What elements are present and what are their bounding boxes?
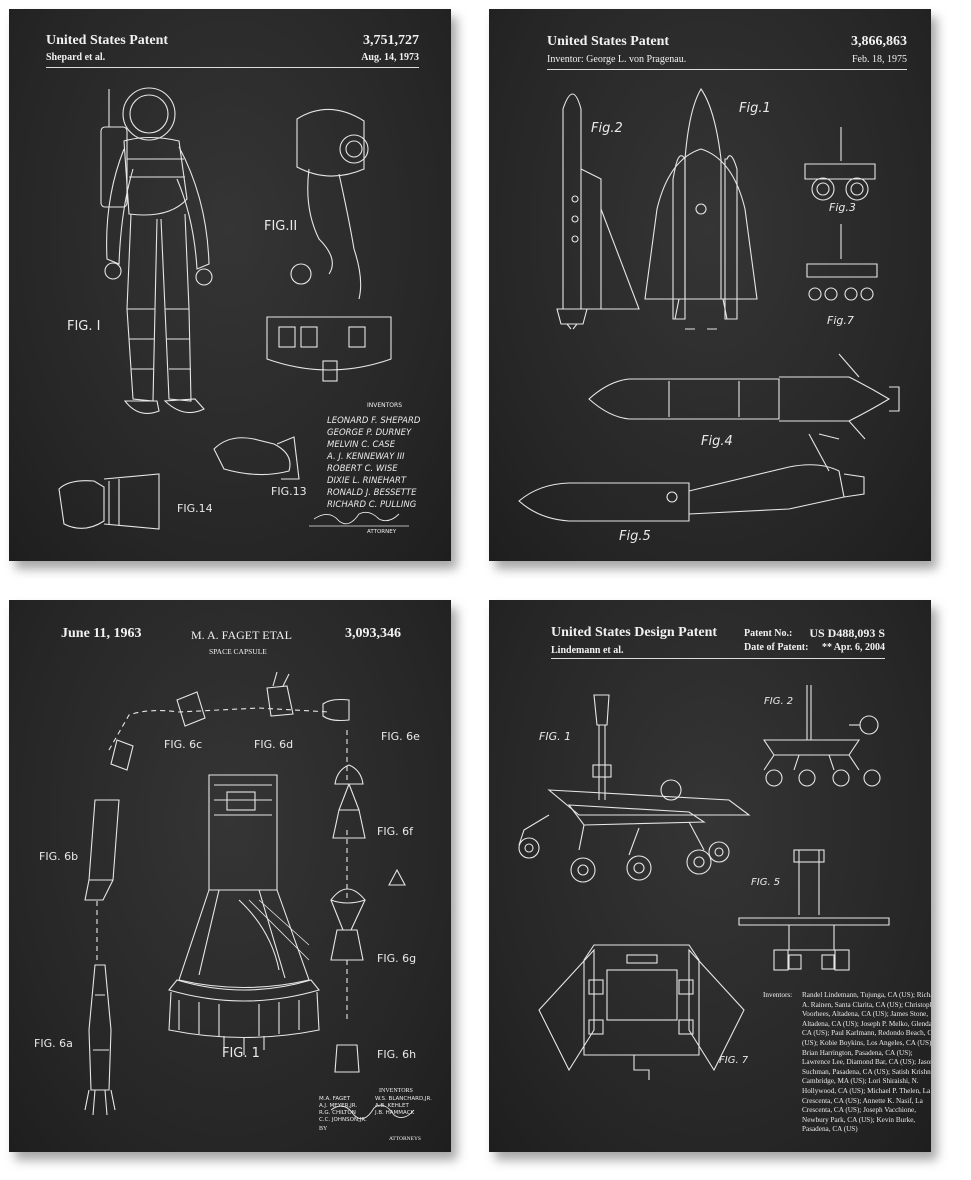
- inventors-list: LEONARD F. SHEPARD GEORGE P. DURNEY MELV…: [327, 415, 420, 511]
- spacesuit-drawing: [58, 87, 409, 530]
- inventor-name: GEORGE P. DURNEY: [327, 428, 412, 438]
- mars-rover-drawing: [518, 685, 890, 1080]
- poster-mars-rover-patent: United States Design Patent Lindemann et…: [489, 600, 931, 1152]
- fig-label: Fig.7: [827, 314, 854, 327]
- patent-number: 3,866,863: [851, 34, 907, 49]
- inventor-name: RICHARD C. PULLING: [327, 500, 417, 510]
- fig-label: FIG. I: [67, 319, 101, 334]
- inventor-name: A.J. MEYER,JR.: [319, 1103, 358, 1109]
- header-title: United States Patent: [46, 33, 169, 48]
- inventor-name: DIXIE L. RINEHART: [327, 476, 407, 486]
- header-title: United States Patent: [547, 34, 670, 49]
- by-label: BY: [319, 1126, 328, 1132]
- inventors-text: Randel Lindemann, Tujunga, CA (US); Rich…: [802, 991, 931, 1134]
- fig-label: Fig.1: [739, 101, 771, 116]
- poster-space-shuttle-patent: United States Patent Inventor: George L.…: [489, 9, 931, 561]
- fig-label: FIG.14: [177, 502, 213, 515]
- fig-label: FIG. 6g: [377, 952, 417, 965]
- header-title: United States Design Patent: [551, 625, 718, 640]
- fig-label: FIG. 6f: [377, 825, 413, 838]
- fig-label: Fig.2: [591, 121, 623, 136]
- patent-author: M. A. FAGET ETAL: [191, 628, 292, 642]
- inventor-name: MELVIN C. CASE: [327, 440, 396, 450]
- fig-label: FIG. 6h: [377, 1048, 417, 1061]
- header-rule: [46, 67, 419, 68]
- inventors-col-2: W.S. BLANCHARD,JR. A.B. KEHLET J.B. HAMM…: [375, 1096, 432, 1117]
- space-capsule-drawing: [84, 671, 415, 1120]
- header-rule: [547, 69, 907, 70]
- inventor-name: A. J. KENNEWAY III: [327, 452, 405, 462]
- fig-label: FIG. 6b: [39, 850, 79, 863]
- fig-label: Fig.4: [701, 434, 733, 449]
- fig-label: FIG. 6c: [164, 738, 203, 751]
- inventors-heading: INVENTORS: [379, 1088, 413, 1094]
- inventor-name: LEONARD F. SHEPARD: [327, 416, 421, 426]
- fig-label: FIG. 1: [222, 1046, 260, 1061]
- inventor-name: A.B. KEHLET: [375, 1103, 409, 1109]
- patent-date: Apr. 6, 2004: [833, 642, 885, 653]
- fig-label: FIG. 2: [764, 696, 794, 707]
- inventors-col-1: M.A. FAGET A.J. MEYER,JR. R.G. CHILTON C…: [319, 1096, 367, 1124]
- date-marker: **: [822, 642, 832, 653]
- fig-label: FIG. 6e: [381, 730, 420, 743]
- fig-label: FIG. 1: [539, 730, 572, 743]
- inventor-name: J.B. HAMMACK: [375, 1110, 415, 1116]
- header-inventor: Lindemann et al.: [551, 645, 624, 656]
- inventor-name: C.C. JOHNSON,JR.: [319, 1117, 367, 1123]
- inventor-name: R.G. CHILTON: [319, 1110, 356, 1116]
- inventor-name: M.A. FAGET: [319, 1096, 351, 1102]
- patent-date: June 11, 1963: [61, 626, 142, 641]
- space-shuttle-drawing: [518, 87, 900, 522]
- patent-number: US D488,093 S: [809, 626, 885, 640]
- poster-space-capsule-patent: June 11, 1963 M. A. FAGET ETAL 3,093,346…: [9, 600, 451, 1152]
- patent-date: Feb. 18, 1975: [852, 54, 907, 65]
- poster-spacesuit-patent: United States Patent Shepard et al. 3,75…: [9, 9, 451, 561]
- inventor-name: W.S. BLANCHARD,JR.: [375, 1096, 432, 1102]
- fig-label: FIG. 6a: [34, 1037, 73, 1050]
- header-rule: [551, 658, 885, 659]
- patent-number: 3,751,727: [363, 33, 419, 48]
- date-of-patent-label: Date of Patent:: [744, 642, 809, 653]
- attorneys-label: ATTORNEYS: [389, 1136, 421, 1142]
- header-inventor: Shepard et al.: [46, 52, 106, 63]
- patent-number-label: Patent No.:: [744, 628, 793, 639]
- attorney-label: ATTORNEY: [367, 529, 397, 535]
- patent-subtitle: SPACE CAPSULE: [209, 647, 267, 656]
- inventor-name: RONALD J. BESSETTE: [327, 488, 417, 498]
- patent-number: 3,093,346: [345, 626, 401, 641]
- fig-label: FIG. 6d: [254, 738, 294, 751]
- fig-label: FIG. 5: [751, 877, 781, 888]
- inventor-name: ROBERT C. WISE: [327, 464, 398, 474]
- inventors-label: Inventors:: [763, 991, 793, 999]
- fig-label: FIG.13: [271, 485, 307, 498]
- fig-label: Fig.5: [619, 529, 651, 544]
- header-inventor: Inventor: George L. von Pragenau.: [547, 54, 687, 65]
- fig-label: Fig.3: [829, 201, 856, 214]
- patent-date: Aug. 14, 1973: [361, 52, 419, 63]
- fig-label: FIG. 7: [719, 1055, 749, 1066]
- inventors-heading: INVENTORS: [367, 402, 403, 409]
- fig-label: FIG.II: [264, 219, 298, 234]
